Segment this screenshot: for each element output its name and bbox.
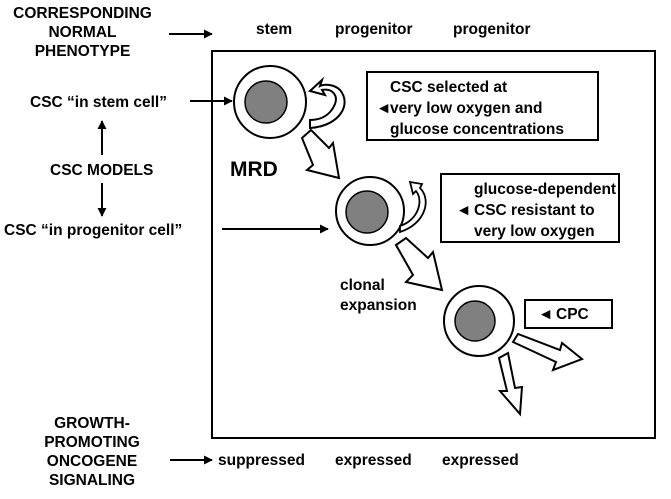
pointer-icon: ◄ — [376, 100, 392, 117]
mrd-label: MRD — [230, 158, 278, 181]
stem-cell — [233, 65, 307, 139]
note-box-stem: CSC selected at ◄very low oxygen and glu… — [366, 71, 599, 141]
progenitor-cell-1 — [335, 176, 405, 246]
note-line: glucose concentrations — [390, 121, 564, 138]
block-arrow-stem-to-progenitor — [300, 128, 341, 180]
block-arrow-cpc-right — [511, 332, 584, 372]
note-line: very low oxygen — [474, 223, 595, 240]
block-arrow-clonal-expansion — [394, 236, 444, 292]
csc-in-progenitor-cell-label: CSC “in progenitor cell” — [4, 222, 183, 239]
note-line: ◄very low oxygen and — [376, 100, 543, 117]
main-frame — [211, 50, 656, 439]
csc-in-stem-cell-label: CSC “in stem cell” — [30, 94, 167, 111]
phenotype-progenitor-1: progenitor — [335, 21, 413, 38]
note-line: ◄CPC — [538, 306, 589, 323]
note-line: glucose-dependent — [474, 181, 617, 198]
signaling-expressed-1: expressed — [335, 452, 412, 469]
pointer-icon: ◄ — [538, 306, 554, 323]
note-line: ◄CSC resistant to — [456, 202, 595, 219]
block-arrow-cpc-down — [497, 351, 524, 417]
phenotype-progenitor-2: progenitor — [453, 21, 531, 38]
self-renewal-arrow-1 — [307, 76, 346, 130]
note-box-cpc: ◄CPC — [524, 299, 613, 329]
self-renewal-arrow-2 — [399, 180, 427, 234]
note-line: CSC selected at — [390, 79, 508, 96]
signaling-suppressed: suppressed — [218, 452, 306, 469]
note-box-progenitor: glucose-dependent ◄CSC resistant to very… — [440, 173, 620, 243]
pointer-icon: ◄ — [456, 202, 472, 219]
phenotype-stem: stem — [256, 21, 293, 38]
progenitor-cell-2 — [443, 285, 515, 357]
csc-models-label: CSC MODELS — [50, 162, 154, 179]
signaling-expressed-2: expressed — [442, 452, 519, 469]
